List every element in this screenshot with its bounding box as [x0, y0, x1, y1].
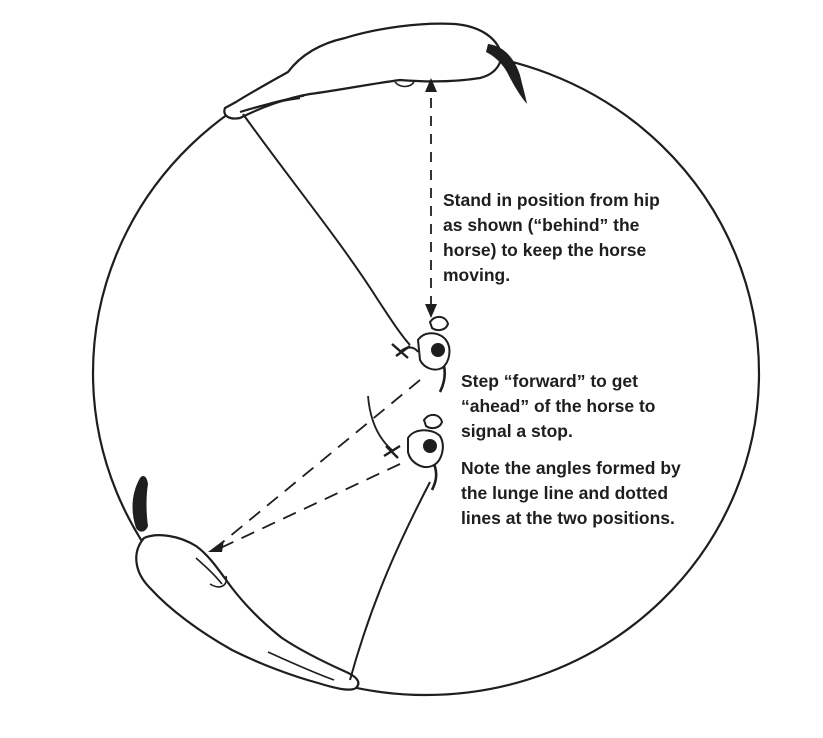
note-angles-line-3: lines at the two positions. [461, 506, 681, 531]
horse-top-tail [486, 44, 527, 104]
stand-position-line-1: Stand in position from hip [443, 188, 660, 213]
arrowhead-hip [208, 540, 224, 552]
horse-top [224, 24, 501, 119]
dotted-line-to-handler-1 [212, 380, 420, 551]
horse-bottom-tail [133, 476, 148, 532]
handler-position-2 [384, 415, 443, 490]
stand-position-line-4: moving. [443, 263, 660, 288]
handler-position-1 [392, 317, 449, 392]
stand-position-note: Stand in position from hip as shown (“be… [443, 188, 660, 288]
step-forward-note: Step “forward” to get “ahead” of the hor… [461, 369, 655, 444]
horse-bottom [136, 535, 358, 689]
lunge-line-top [243, 114, 410, 345]
note-angles-line-2: the lunge line and dotted [461, 481, 681, 506]
note-angles-line-1: Note the angles formed by [461, 456, 681, 481]
stand-position-line-3: horse) to keep the horse [443, 238, 660, 263]
lunge-line-bottom [350, 482, 430, 680]
stand-position-line-2: as shown (“behind” the [443, 213, 660, 238]
step-arrow [368, 396, 392, 450]
step-forward-line-1: Step “forward” to get [461, 369, 655, 394]
arrowhead-down [425, 304, 437, 318]
step-forward-line-3: signal a stop. [461, 419, 655, 444]
step-forward-line-2: “ahead” of the horse to [461, 394, 655, 419]
note-angles: Note the angles formed by the lunge line… [461, 456, 681, 531]
dotted-line-to-handler-2 [214, 464, 400, 551]
